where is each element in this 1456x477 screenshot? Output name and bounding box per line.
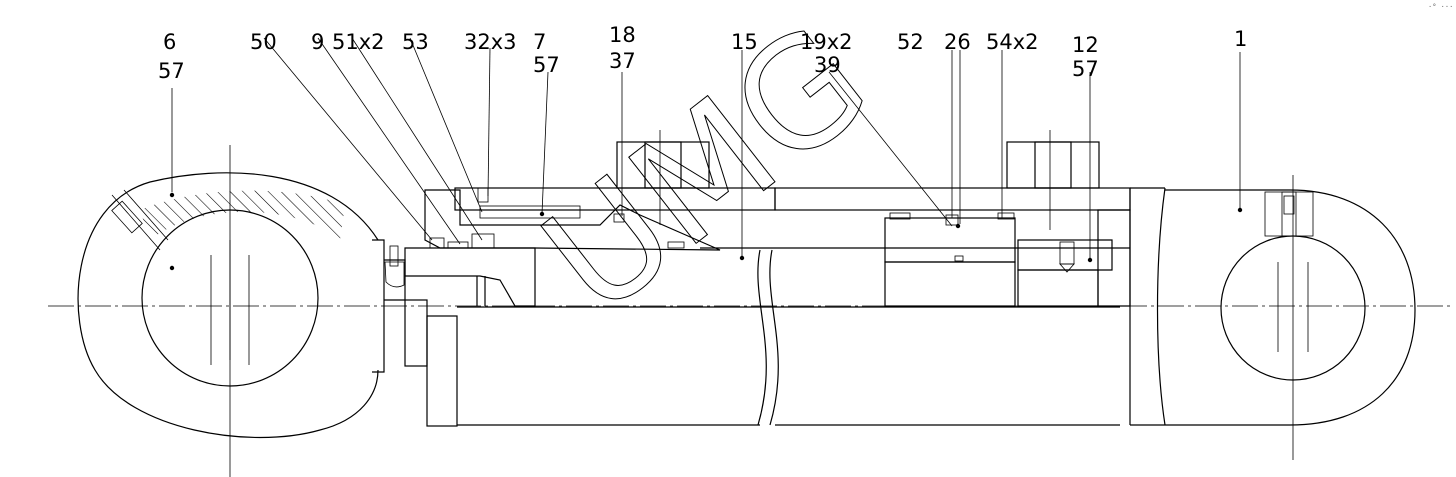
callout-50: 50 <box>250 30 277 54</box>
callout-6-b: 57 <box>158 59 185 83</box>
callout-54x2: 54x2 <box>986 30 1039 54</box>
rod-end-flange <box>372 239 458 427</box>
callout-9: 9 <box>311 30 324 54</box>
callout-7-b: 57 <box>533 53 560 77</box>
rod-eye-right <box>1165 175 1416 460</box>
rod-eye-left <box>77 145 379 477</box>
callout-6: 6 <box>163 30 176 54</box>
callout-labels: 6 57 50 9 51x2 53 32x3 7 57 18 37 15 19x… <box>158 23 1247 83</box>
mounting-lug-right <box>1006 130 1100 230</box>
corner-mark: ·° ··· <box>1428 3 1453 11</box>
callout-7: 7 <box>533 30 546 54</box>
callout-53: 53 <box>402 30 429 54</box>
callout-18-b: 37 <box>609 49 636 73</box>
callout-19-b: 39 <box>814 53 841 77</box>
callout-12: 12 <box>1072 33 1099 57</box>
end-cap <box>1097 209 1131 307</box>
callout-26: 26 <box>944 30 971 54</box>
leader-dots <box>169 192 1243 271</box>
callout-15: 15 <box>731 30 758 54</box>
piston-rod <box>457 249 1120 426</box>
callout-1: 1 <box>1234 27 1247 51</box>
callout-32x3: 32x3 <box>464 30 517 54</box>
callout-52: 52 <box>897 30 924 54</box>
leader-lines <box>171 37 1241 260</box>
callout-18: 18 <box>609 23 636 47</box>
piston <box>884 212 1099 307</box>
callout-51x2: 51x2 <box>332 30 385 54</box>
callout-19x2: 19x2 <box>800 30 853 54</box>
mounting-lug-left <box>616 130 710 225</box>
callout-12-b: 57 <box>1072 57 1099 81</box>
